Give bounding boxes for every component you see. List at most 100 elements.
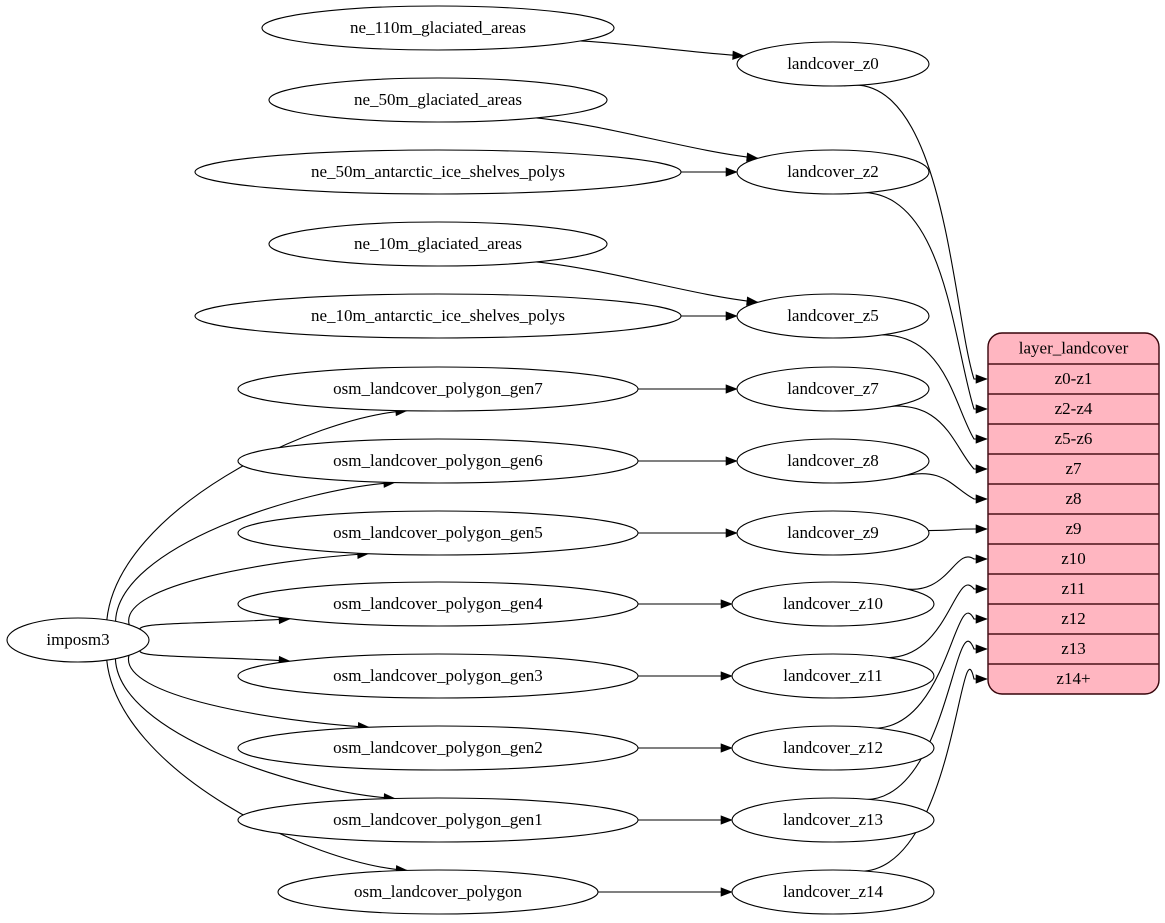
edge-landcover_z7-to-record <box>872 405 987 470</box>
edge-landcover_z9-to-record <box>928 528 987 532</box>
node-landcover_z7[interactable]: landcover_z7 <box>736 366 930 412</box>
edge-arrowhead <box>720 671 733 681</box>
edge-arrowhead <box>725 528 738 538</box>
node-shape <box>194 293 682 339</box>
layer-landcover-record[interactable]: layer_landcoverz0-z1z2-z4z5-z6z7z8z9z10z… <box>987 332 1160 695</box>
node-shape <box>736 149 930 195</box>
edge-imposm3-to-osm_landcover_polygon_gen7 <box>106 410 407 620</box>
node-osm_landcover_polygon_gen5[interactable]: osm_landcover_polygon_gen5 <box>237 510 639 556</box>
edge-arrowhead <box>720 599 733 609</box>
node-landcover_z8[interactable]: landcover_z8 <box>736 438 930 484</box>
edge-arrowhead <box>975 374 988 384</box>
node-ne_50m_antarctic_ice_shelves_polys[interactable]: ne_50m_antarctic_ice_shelves_polys <box>194 149 682 195</box>
node-osm_landcover_polygon_gen7[interactable]: osm_landcover_polygon_gen7 <box>237 366 639 412</box>
record-row-z14+[interactable] <box>988 664 1159 694</box>
node-shape <box>736 438 930 484</box>
node-shape <box>237 581 639 627</box>
record-row-z2-z4[interactable] <box>988 394 1159 424</box>
node-ne_50m_glaciated_areas[interactable]: ne_50m_glaciated_areas <box>268 77 608 123</box>
node-landcover_z0[interactable]: landcover_z0 <box>736 41 930 87</box>
edge-landcover_z8-to-record <box>898 473 987 500</box>
edge-arrowhead <box>975 674 988 684</box>
edge-imposm3-to-osm_landcover_polygon_gen4 <box>139 618 291 634</box>
edge-imposm3-to-osm_landcover_polygon_gen2 <box>128 655 370 728</box>
node-shape <box>731 797 935 843</box>
node-shape <box>237 653 639 699</box>
edge-arrowhead <box>720 815 733 825</box>
node-osm_landcover_polygon_gen4[interactable]: osm_landcover_polygon_gen4 <box>237 581 639 627</box>
edge-arrowhead <box>975 404 988 414</box>
edge-ne_110m_glaciated_areas-to-landcover_z0 <box>580 40 744 57</box>
edge-arrowhead <box>975 434 988 444</box>
node-imposm3[interactable]: imposm3 <box>6 617 150 663</box>
node-shape <box>237 366 639 412</box>
node-landcover_z2[interactable]: landcover_z2 <box>736 149 930 195</box>
node-shape <box>237 797 639 843</box>
node-shape <box>237 438 639 484</box>
record-row-z8[interactable] <box>988 484 1159 514</box>
edge-imposm3-to-osm_landcover_polygon_gen1 <box>114 658 396 800</box>
node-shape <box>194 149 682 195</box>
record-row-z13[interactable] <box>988 634 1159 664</box>
node-shape <box>736 366 930 412</box>
node-landcover_z13[interactable]: landcover_z13 <box>731 797 935 843</box>
node-shape <box>731 869 935 915</box>
node-shape <box>261 5 615 51</box>
record-row-z7[interactable] <box>988 454 1159 484</box>
edge-ne_50m_glaciated_areas-to-landcover_z2 <box>536 117 758 159</box>
record-row-z0-z1[interactable] <box>988 364 1159 394</box>
edge-arrowhead <box>975 494 988 504</box>
edge-landcover_z11-to-record <box>870 584 987 659</box>
edge-arrowhead <box>975 554 988 564</box>
node-shape <box>736 41 930 87</box>
record-table-layer: layer_landcoverz0-z1z2-z4z5-z6z7z8z9z10z… <box>987 332 1160 695</box>
node-shape <box>736 510 930 556</box>
node-shape <box>268 77 608 123</box>
node-osm_landcover_polygon[interactable]: osm_landcover_polygon <box>277 869 599 915</box>
node-ne_10m_antarctic_ice_shelves_polys[interactable]: ne_10m_antarctic_ice_shelves_polys <box>194 293 682 339</box>
node-ne_10m_glaciated_areas[interactable]: ne_10m_glaciated_areas <box>268 221 608 267</box>
edge-landcover_z14-to-record <box>849 668 987 872</box>
node-shape <box>237 510 639 556</box>
node-ne_110m_glaciated_areas[interactable]: ne_110m_glaciated_areas <box>261 5 615 51</box>
edge-imposm3-to-osm_landcover_polygon_gen6 <box>115 481 395 622</box>
node-shape <box>731 725 935 771</box>
node-osm_landcover_polygon_gen1[interactable]: osm_landcover_polygon_gen1 <box>237 797 639 843</box>
node-shape <box>268 221 608 267</box>
node-landcover_z10[interactable]: landcover_z10 <box>731 581 935 627</box>
edge-arrowhead <box>720 887 733 897</box>
record-row-z5-z6[interactable] <box>988 424 1159 454</box>
node-layer: imposm3 ne_110m_glaciated_areas ne_50m_gla… <box>6 5 935 915</box>
edge-imposm3-to-osm_landcover_polygon_gen5 <box>128 553 369 625</box>
node-shape <box>731 581 935 627</box>
node-osm_landcover_polygon_gen3[interactable]: osm_landcover_polygon_gen3 <box>237 653 639 699</box>
edge-imposm3-to-osm_landcover_polygon_gen3 <box>139 646 291 662</box>
edge-arrowhead <box>725 456 738 466</box>
edge-arrowhead <box>975 464 988 474</box>
node-landcover_z14[interactable]: landcover_z14 <box>731 869 935 915</box>
edge-arrowhead <box>725 311 738 321</box>
edge-imposm3-to-osm_landcover_polygon <box>106 660 408 871</box>
node-landcover_z12[interactable]: landcover_z12 <box>731 725 935 771</box>
edge-landcover_z2-to-record <box>847 191 987 410</box>
record-row-z9[interactable] <box>988 514 1159 544</box>
node-shape <box>731 653 935 699</box>
node-osm_landcover_polygon_gen2[interactable]: osm_landcover_polygon_gen2 <box>237 725 639 771</box>
record-row-z12[interactable] <box>988 604 1159 634</box>
node-landcover_z11[interactable]: landcover_z11 <box>731 653 935 699</box>
edge-landcover_z0-to-record <box>843 84 987 380</box>
node-landcover_z9[interactable]: landcover_z9 <box>736 510 930 556</box>
edge-arrowhead <box>975 644 988 654</box>
edge-arrowhead <box>725 167 738 177</box>
edge-arrowhead <box>732 50 745 60</box>
edge-arrowhead <box>975 614 988 624</box>
edge-landcover_z10-to-record <box>894 556 987 590</box>
edge-arrowhead <box>975 524 988 534</box>
edge-landcover_z13-to-record <box>853 640 987 801</box>
record-row-z11[interactable] <box>988 574 1159 604</box>
node-landcover_z5[interactable]: landcover_z5 <box>736 293 930 339</box>
node-osm_landcover_polygon_gen6[interactable]: osm_landcover_polygon_gen6 <box>237 438 639 484</box>
record-row-z10[interactable] <box>988 544 1159 574</box>
